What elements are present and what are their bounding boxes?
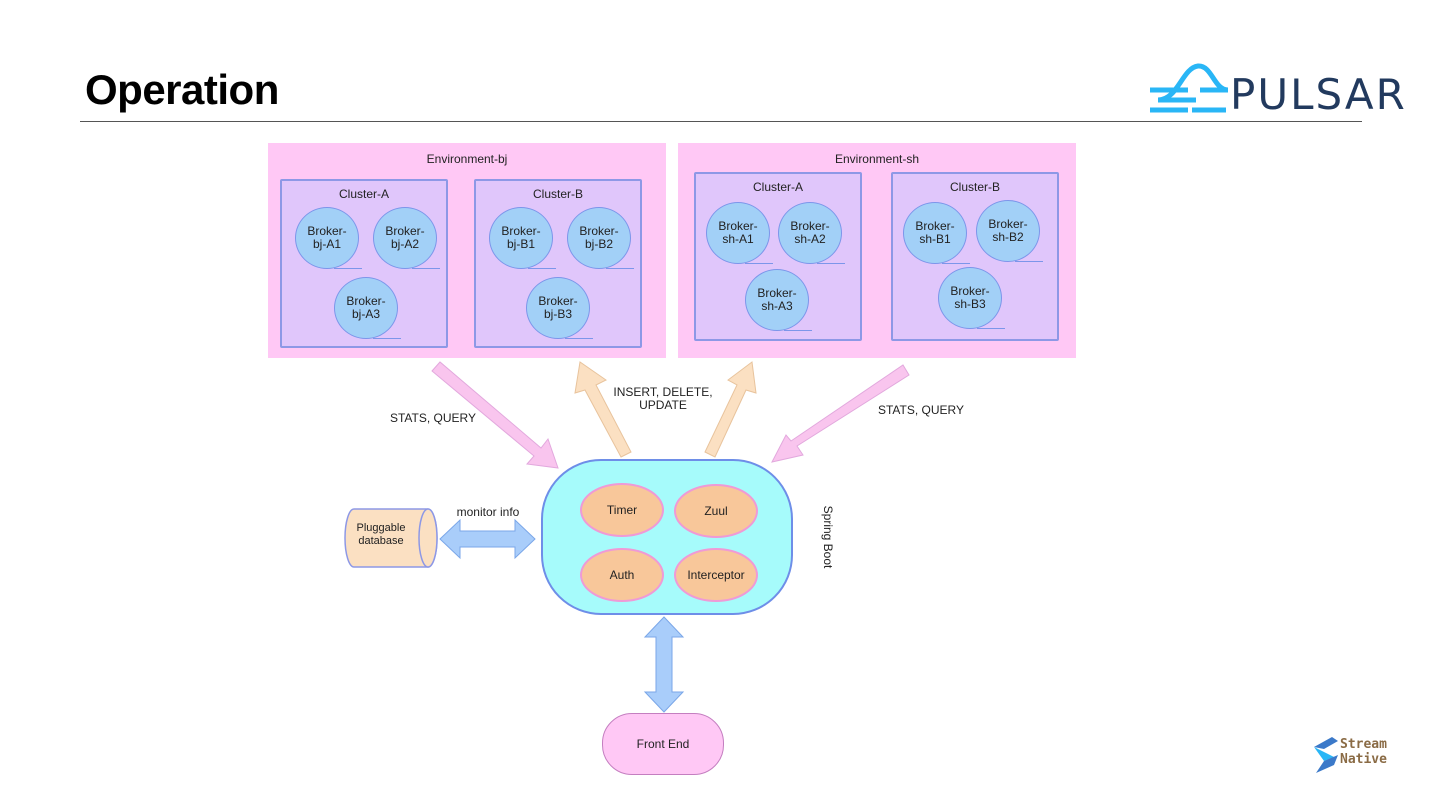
label-insert-delete-update: INSERT, DELETE, UPDATE: [613, 385, 713, 412]
broker-underline: [745, 263, 773, 264]
broker-sh-b2: Broker- sh-B2: [976, 200, 1040, 262]
environment-bj: Environment-bj Cluster-A Broker- bj-A1 B…: [268, 143, 666, 358]
broker-bj-b2: Broker- bj-B2: [567, 207, 631, 269]
arrow-stats-query-left: [431, 361, 559, 469]
front-end: Front End: [602, 713, 724, 775]
database-label: Pluggable database: [356, 522, 406, 547]
component-zuul: Zuul: [674, 484, 758, 538]
broker-underline: [1015, 261, 1043, 262]
broker-underline: [373, 338, 401, 339]
cluster-bj-b: Cluster-B Broker- bj-B1 Broker- bj-B2 Br…: [474, 179, 642, 348]
arrow-insert-left: [574, 361, 632, 458]
cluster-bj-a: Cluster-A Broker- bj-A1 Broker- bj-A2 Br…: [280, 179, 448, 348]
cluster-label: Cluster-A: [338, 187, 389, 201]
broker-sh-a1: Broker- sh-A1: [706, 202, 770, 264]
label-stats-query-right: STATS, QUERY: [877, 403, 964, 417]
broker-sh-a2: Broker- sh-A2: [778, 202, 842, 264]
label-monitor-info: monitor info: [456, 505, 520, 519]
component-timer: Timer: [580, 483, 664, 537]
arrow-insert-right: [704, 361, 757, 458]
cluster-label: Cluster-A: [752, 180, 803, 194]
broker-underline: [528, 268, 556, 269]
environment-label: Environment-bj: [426, 152, 508, 166]
broker-sh-b1: Broker- sh-B1: [903, 202, 967, 264]
arrow-stats-query-right: [771, 364, 910, 463]
cluster-label: Cluster-B: [532, 187, 583, 201]
brand-line-1: Stream: [1340, 737, 1387, 752]
cluster-sh-b: Cluster-B Broker- sh-B1 Broker- sh-B2 Br…: [891, 172, 1059, 341]
environment-sh: Environment-sh Cluster-A Broker- sh-A1 B…: [678, 143, 1076, 358]
broker-sh-b3: Broker- sh-B3: [938, 267, 1002, 329]
broker-sh-a3: Broker- sh-A3: [745, 269, 809, 331]
arrow-frontend: [643, 616, 685, 713]
broker-underline: [565, 338, 593, 339]
brand-line-2: Native: [1340, 752, 1387, 767]
broker-bj-a1: Broker- bj-A1: [295, 207, 359, 269]
spring-boot-label: Spring Boot: [821, 505, 835, 569]
page-title: Operation: [85, 66, 279, 113]
broker-bj-a2: Broker- bj-A2: [373, 207, 437, 269]
streamnative-logo-icon: [1314, 737, 1338, 773]
spring-boot-core: Timer Zuul Auth Interceptor: [541, 459, 793, 615]
broker-underline: [942, 263, 970, 264]
title-divider: [80, 121, 1362, 122]
component-auth: Auth: [580, 548, 664, 602]
broker-underline: [412, 268, 440, 269]
broker-underline: [784, 330, 812, 331]
broker-underline: [334, 268, 362, 269]
logo-text: PULSAR: [1230, 70, 1407, 119]
component-interceptor: Interceptor: [674, 548, 758, 602]
cluster-sh-a: Cluster-A Broker- sh-A1 Broker- sh-A2 Br…: [694, 172, 862, 341]
database-cylinder-icon: [344, 508, 438, 568]
broker-bj-b1: Broker- bj-B1: [489, 207, 553, 269]
broker-bj-a3: Broker- bj-A3: [334, 277, 398, 339]
broker-underline: [817, 263, 845, 264]
cluster-label: Cluster-B: [949, 180, 1000, 194]
broker-underline: [977, 328, 1005, 329]
arrow-monitor-info: [439, 518, 536, 560]
environment-label: Environment-sh: [834, 152, 920, 166]
label-stats-query-left: STATS, QUERY: [389, 411, 476, 425]
pulsar-wave-icon: [1150, 63, 1229, 113]
brand-text: Stream Native: [1340, 737, 1387, 767]
broker-bj-b3: Broker- bj-B3: [526, 277, 590, 339]
broker-underline: [606, 268, 634, 269]
